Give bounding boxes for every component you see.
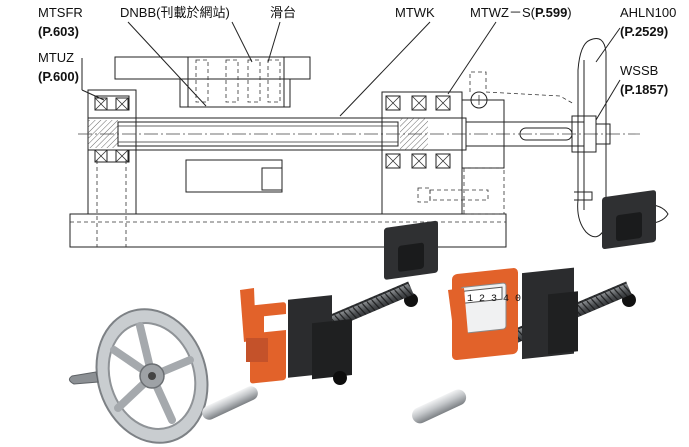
- label-ahln100: AHLN100: [620, 5, 676, 20]
- dnbb-dashed-screws: [195, 59, 281, 103]
- label-ahln100-ref: (P.2529): [620, 24, 668, 39]
- screw-assembly-right: 1 2 3 4 0: [412, 190, 656, 424]
- label-wssb-ref: (P.1857): [620, 82, 668, 97]
- label-slide-table: 滑台: [270, 5, 296, 20]
- label-mtuz-ref: (P.600): [38, 69, 79, 84]
- base-plate: [69, 213, 507, 248]
- label-mtwzs: MTWZ－S(P.599): [470, 5, 572, 20]
- technical-drawing: MTSFR (P.603) DNBB(刊載於網站) 滑台 MTWK MTWZ－S…: [38, 5, 676, 248]
- label-mtwk: MTWK: [395, 5, 435, 20]
- label-mtsfr: MTSFR: [38, 5, 83, 20]
- mounting-bolt-dashed: [417, 187, 489, 203]
- screw-assembly-left: [202, 220, 438, 420]
- leader-lines: [81, 21, 621, 121]
- product-illustration: 1 2 3 4 0: [68, 190, 656, 444]
- left-support-block: [87, 89, 137, 215]
- clamp-pin-circle: [470, 91, 488, 109]
- indicator-digits-right: 1 2 3 4 0: [467, 294, 521, 305]
- label-mtsfr-ref: (P.603): [38, 24, 79, 39]
- slide-table-plate: [114, 56, 311, 80]
- label-mtuz: MTUZ: [38, 50, 74, 65]
- label-wssb: WSSB: [620, 63, 658, 78]
- handwheel-3d: [68, 308, 209, 444]
- nut-block: [179, 78, 291, 108]
- right-bearing-bottom: [385, 153, 451, 169]
- label-dnbb: DNBB(刊載於網站): [120, 5, 230, 20]
- left-bearing-bottom: [94, 149, 129, 163]
- right-bearing-top: [385, 95, 451, 111]
- left-bearing-top: [94, 97, 129, 111]
